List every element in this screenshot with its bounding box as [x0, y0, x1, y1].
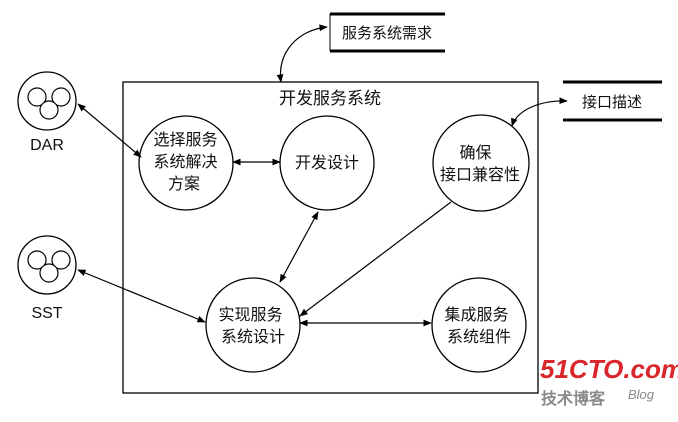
dar-actor: DAR	[17, 71, 77, 154]
requirement-store: 服务系统需求	[329, 12, 445, 53]
ensure-interface-line2: 接口兼容性	[440, 165, 520, 184]
svg-text:选择服务 系统解决 方案: 选择服务 系统解决 方案	[153, 130, 222, 193]
interface-implement-arrow	[299, 201, 452, 317]
interface-store-label: 接口描述	[582, 93, 642, 111]
watermark-logo: 51CTO.com 技术博客 Blog	[540, 354, 678, 408]
watermark-main: 51CTO.com	[540, 354, 678, 384]
interface-store: 接口描述	[563, 80, 662, 122]
requirement-store-label: 服务系统需求	[342, 24, 432, 42]
select-solution-line2: 系统解决	[153, 152, 217, 171]
svg-text:确保 接口兼容性: 确保 接口兼容性	[440, 143, 520, 184]
watermark-blog: Blog	[628, 387, 655, 402]
svg-text:集成服务 系统组件: 集成服务 系统组件	[444, 305, 513, 346]
ensure-interface-line1: 确保	[459, 143, 491, 162]
sst-label: SST	[31, 305, 62, 322]
develop-design-label: 开发设计	[295, 153, 359, 172]
sst-implement-arrow	[77, 269, 206, 323]
interfacestore-ensure-arrow	[511, 97, 568, 127]
process-develop-design: 开发设计	[279, 115, 375, 211]
process-implement-design: 实现服务 系统设计	[205, 277, 301, 373]
process-select-solution: 选择服务 系统解决 方案	[138, 115, 234, 211]
requirement-system-arrow	[276, 24, 328, 83]
dar-label: DAR	[30, 137, 64, 154]
sst-actor: SST	[17, 235, 77, 322]
implement-design-line2: 系统设计	[221, 327, 285, 346]
develop-implement-arrow	[279, 211, 319, 283]
system-title: 开发服务系统	[279, 89, 381, 109]
implement-design-line1: 实现服务	[218, 305, 282, 324]
integrate-components-line2: 系统组件	[447, 327, 511, 346]
integrate-components-line1: 集成服务	[444, 305, 508, 324]
process-integrate-components: 集成服务 系统组件	[431, 277, 527, 373]
select-solution-line1: 选择服务	[153, 130, 217, 149]
svg-text:实现服务 系统设计: 实现服务 系统设计	[218, 305, 287, 346]
system-boundary	[122, 81, 539, 394]
dar-select-arrow	[77, 103, 142, 158]
select-solution-line3: 方案	[168, 174, 200, 193]
watermark-sub: 技术博客	[541, 389, 606, 408]
process-ensure-interface: 确保 接口兼容性	[432, 114, 530, 212]
